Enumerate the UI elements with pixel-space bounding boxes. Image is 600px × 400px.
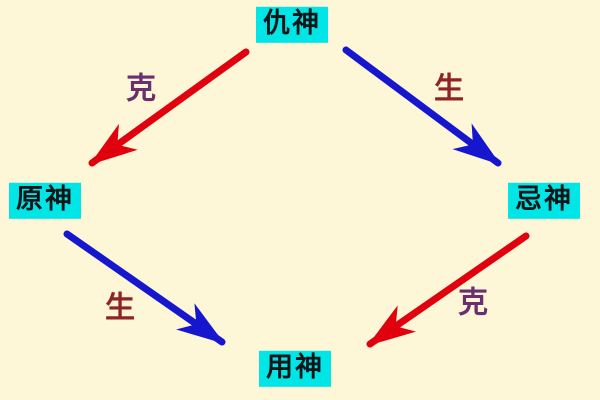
edge-label-ke-upper-left: 克 [126,72,156,107]
node-chou-shen: 仇神 [256,6,328,44]
arrow-chou-to-ji [342,46,502,167]
edge-label-sheng-lower-left: 生 [105,291,135,326]
arrow-yuan-to-yong [63,230,226,346]
edge-label-ke-lower-right: 克 [458,286,488,321]
node-yuan-shen: 原神 [9,182,81,220]
node-yong-shen: 用神 [259,350,331,388]
node-ji-shen: 忌神 [508,182,580,220]
arrow-chou-to-yuan [88,48,250,167]
edge-label-sheng-upper-right: 生 [434,72,464,107]
arrow-ji-to-yong [366,232,530,348]
